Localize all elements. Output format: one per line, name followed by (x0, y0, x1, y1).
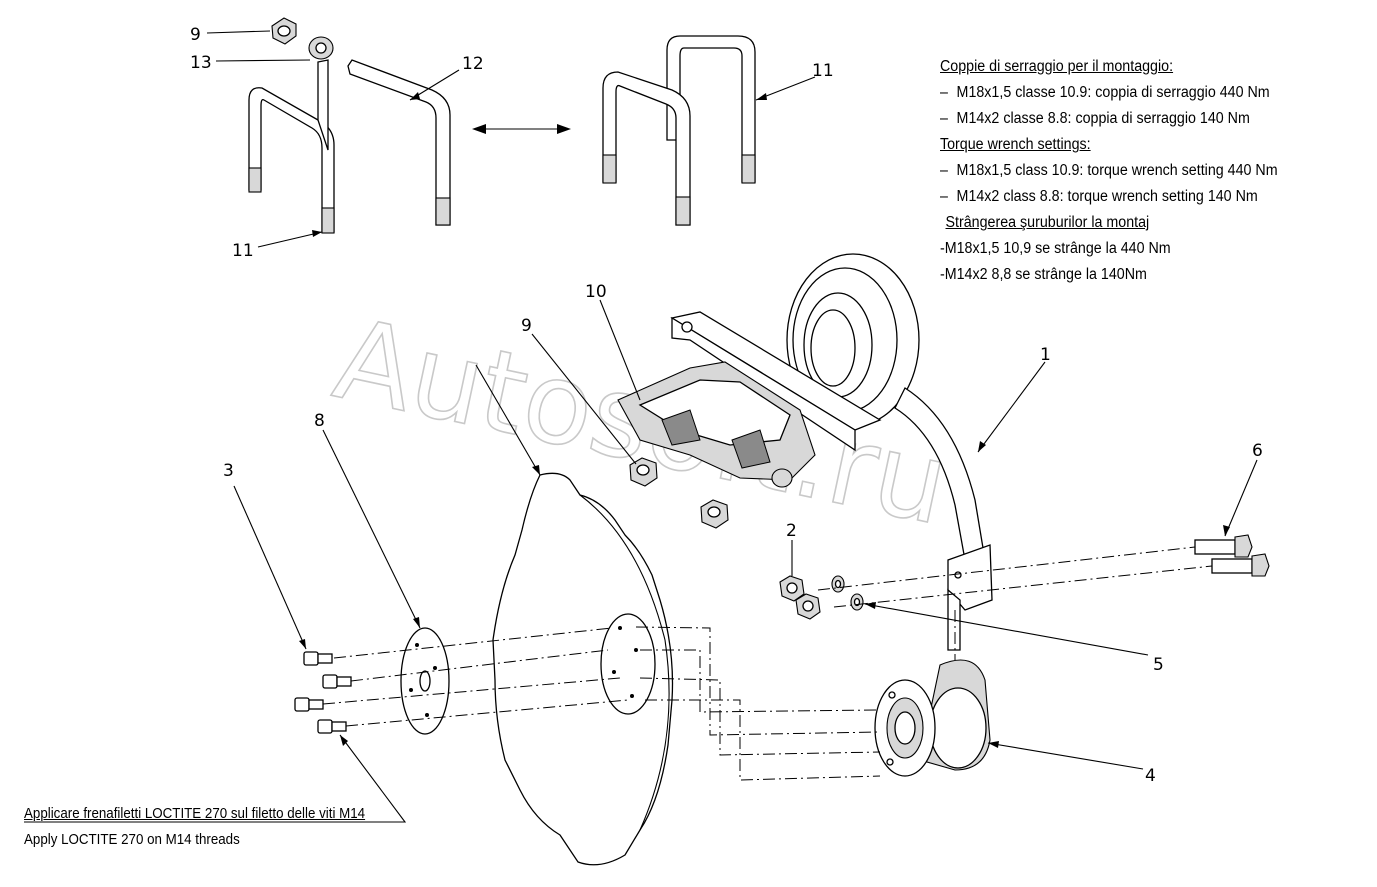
torque-title-it: Coppie di serraggio per il montaggio: (940, 58, 1174, 75)
label-part-9-top: 9 (190, 25, 201, 45)
bearing-hub (874, 659, 991, 777)
bolts-m14 (294, 651, 352, 734)
u-bolt-right (602, 35, 756, 226)
torque-line-ro-1: -M18x1,5 10,9 se strânge la 440 Nm (940, 240, 1171, 257)
label-part-9-mid: 9 (521, 316, 532, 336)
torque-line-en-2: –M14x2 class 8.8: torque wrench setting … (940, 188, 1258, 205)
label-part-6: 6 (1252, 441, 1263, 461)
torque-line-it-1: –M18x1,5 classe 10.9: coppia di serraggi… (940, 84, 1270, 101)
leader-arrowheads (299, 92, 1230, 748)
torque-settings: Coppie di serraggio per il montaggio: –M… (940, 54, 1326, 288)
assembly-axes (322, 546, 1213, 781)
label-part-10: 10 (585, 282, 607, 302)
torque-line-it-2: –M14x2 classe 8.8: coppia di serraggio 1… (940, 110, 1250, 127)
hub-flange (400, 627, 450, 735)
washers (831, 575, 864, 611)
torque-line-en-1: –M18x1,5 class 10.9: torque wrench setti… (940, 162, 1278, 179)
label-part-13: 13 (190, 53, 212, 73)
label-part-4: 4 (1145, 766, 1156, 786)
torque-line-ro-2: -M14x2 8,8 se strânge la 140Nm (940, 266, 1147, 283)
clamp-bracket (617, 311, 882, 488)
notched-disc (492, 472, 674, 866)
torque-title-ro: Strângerea şuruburilor la montaj (945, 214, 1150, 231)
interchange-arrow (472, 124, 571, 134)
loctite-note-en: Apply LOCTITE 270 on M14 threads (24, 832, 240, 848)
label-part-11-right: 11 (812, 61, 834, 81)
torque-title-en: Torque wrench settings: (940, 136, 1091, 153)
label-part-8: 8 (314, 411, 325, 431)
label-part-2: 2 (786, 521, 797, 541)
u-bolt-set-left (248, 17, 451, 234)
nut-9-b (700, 499, 729, 529)
label-part-5: 5 (1153, 655, 1164, 675)
label-part-1: 1 (1040, 345, 1051, 365)
label-part-11-left: 11 (232, 241, 254, 261)
nut-9-a (629, 457, 658, 487)
label-part-12: 12 (462, 54, 484, 74)
nuts-m18 (779, 575, 821, 620)
spring-tine (786, 253, 993, 651)
leader-lines (24, 30, 1258, 823)
bolts-m18 (1194, 534, 1270, 577)
label-part-3: 3 (223, 461, 234, 481)
loctite-note-it: Applicare frenafiletti LOCTITE 270 sul f… (24, 806, 366, 822)
loctite-note: Applicare frenafiletti LOCTITE 270 sul f… (24, 801, 365, 853)
